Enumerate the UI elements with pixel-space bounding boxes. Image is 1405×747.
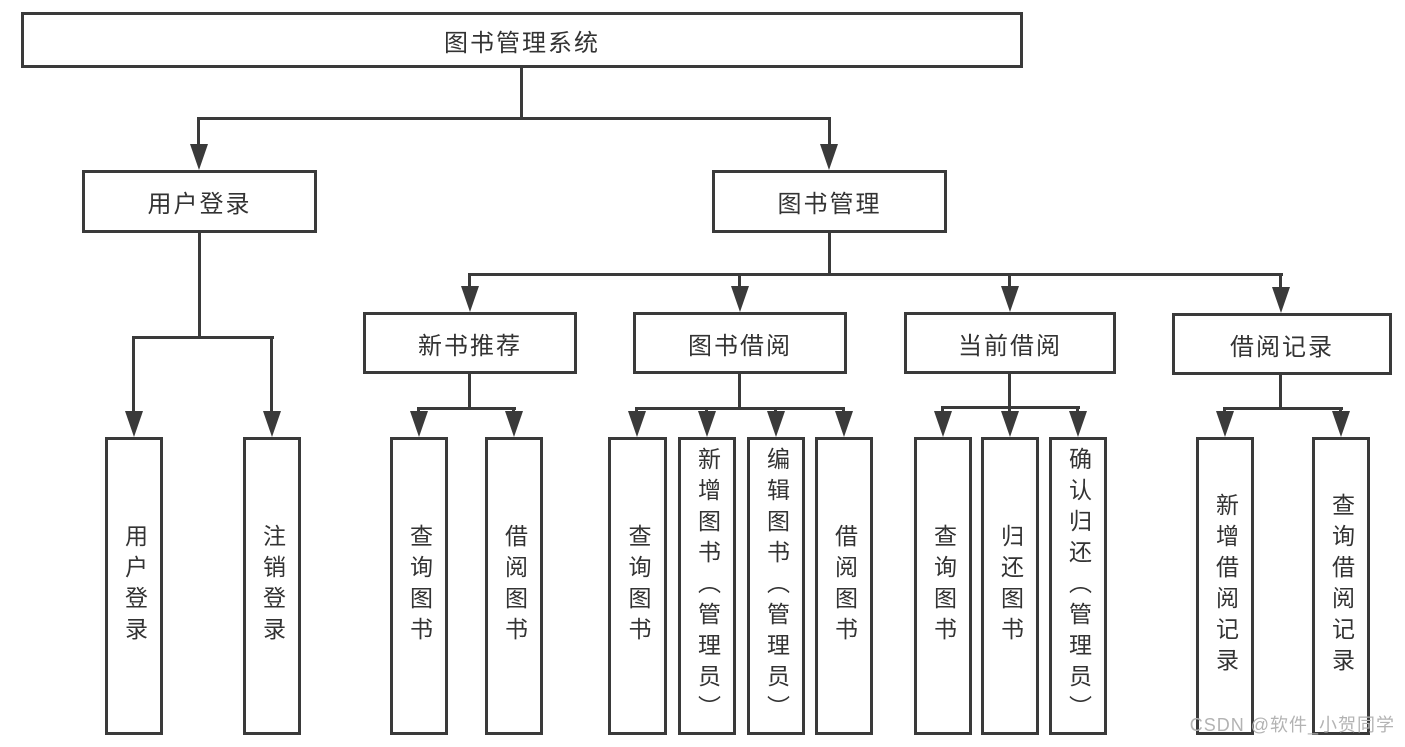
node-book-borrow: 图书借阅 bbox=[633, 312, 847, 374]
leaf-add-borrow-record: 新增借阅记录 bbox=[1196, 437, 1254, 735]
connector-line bbox=[828, 117, 831, 150]
arrowhead-down-icon bbox=[1216, 411, 1234, 437]
leaf-add-borrow-record-label: 新增借阅记录 bbox=[1212, 493, 1239, 679]
leaf-logout: 注销登录 bbox=[243, 437, 301, 735]
leaf-edit-book-admin: 编辑图书（管理员） bbox=[747, 437, 805, 735]
connector-line bbox=[1223, 407, 1343, 410]
leaf-confirm-return-admin-label: 确认归还（管理员） bbox=[1065, 446, 1092, 726]
connector-line bbox=[1279, 273, 1282, 289]
leaf-logout-label: 注销登录 bbox=[259, 524, 286, 648]
leaf-query-books-recommend-label: 查询图书 bbox=[406, 524, 433, 648]
leaf-edit-book-admin-label: 编辑图书（管理员） bbox=[763, 446, 790, 726]
arrowhead-down-icon bbox=[461, 286, 479, 312]
node-library-system-label: 图书管理系统 bbox=[444, 29, 600, 57]
connector-line bbox=[1008, 374, 1011, 408]
arrowhead-down-icon bbox=[1001, 411, 1019, 437]
node-current-borrow-label: 当前借阅 bbox=[958, 332, 1062, 360]
leaf-query-books-recommend: 查询图书 bbox=[390, 437, 448, 735]
arrowhead-down-icon bbox=[731, 286, 749, 312]
leaf-query-borrow-record: 查询借阅记录 bbox=[1312, 437, 1370, 735]
connector-line bbox=[197, 117, 831, 120]
arrowhead-down-icon bbox=[835, 411, 853, 437]
leaf-return-book-label: 归还图书 bbox=[997, 524, 1024, 648]
leaf-add-book-admin: 新增图书（管理员） bbox=[678, 437, 736, 735]
arrowhead-down-icon bbox=[263, 411, 281, 437]
leaf-user-login: 用户登录 bbox=[105, 437, 163, 735]
connector-line bbox=[468, 273, 471, 288]
connector-line bbox=[468, 273, 1283, 276]
arrowhead-down-icon bbox=[1069, 411, 1087, 437]
node-book-borrow-label: 图书借阅 bbox=[688, 332, 792, 360]
arrowhead-down-icon bbox=[505, 411, 523, 437]
arrowhead-down-icon bbox=[125, 411, 143, 437]
csdn-watermark: CSDN @软件_小贺同学 bbox=[1189, 715, 1395, 735]
node-borrow-records-label: 借阅记录 bbox=[1230, 333, 1334, 361]
arrowhead-down-icon bbox=[190, 144, 208, 170]
node-user-login: 用户登录 bbox=[82, 170, 317, 233]
connector-line bbox=[738, 374, 741, 409]
connector-line bbox=[132, 336, 135, 413]
node-new-book-recommend: 新书推荐 bbox=[363, 312, 577, 374]
leaf-borrow-books-borrow: 借阅图书 bbox=[815, 437, 873, 735]
node-new-book-recommend-label: 新书推荐 bbox=[418, 332, 522, 360]
leaf-borrow-books-recommend: 借阅图书 bbox=[485, 437, 543, 735]
node-book-management-label: 图书管理 bbox=[777, 191, 882, 218]
node-library-system: 图书管理系统 bbox=[21, 12, 1023, 68]
leaf-query-books-borrow: 查询图书 bbox=[608, 437, 667, 735]
arrowhead-down-icon bbox=[934, 411, 952, 437]
connector-line bbox=[132, 336, 274, 339]
connector-line bbox=[1076, 406, 1079, 415]
connector-line bbox=[270, 336, 273, 413]
node-borrow-records: 借阅记录 bbox=[1172, 313, 1392, 375]
node-book-management: 图书管理 bbox=[712, 170, 947, 233]
arrowhead-down-icon bbox=[628, 411, 646, 437]
arrowhead-down-icon bbox=[1272, 287, 1290, 313]
leaf-return-book: 归还图书 bbox=[981, 437, 1039, 735]
leaf-query-books-current-label: 查询图书 bbox=[930, 524, 957, 648]
node-current-borrow: 当前借阅 bbox=[904, 312, 1116, 374]
connector-line bbox=[197, 117, 200, 150]
connector-line bbox=[1279, 375, 1282, 409]
connector-line bbox=[828, 233, 831, 275]
leaf-borrow-books-borrow-label: 借阅图书 bbox=[831, 524, 858, 648]
connector-line bbox=[520, 67, 523, 119]
connector-line bbox=[1008, 273, 1011, 288]
arrowhead-down-icon bbox=[767, 411, 785, 437]
connector-line bbox=[1008, 406, 1011, 415]
leaf-query-books-borrow-label: 查询图书 bbox=[625, 524, 651, 648]
arrowhead-down-icon bbox=[1001, 286, 1019, 312]
arrowhead-down-icon bbox=[820, 144, 838, 170]
leaf-borrow-books-recommend-label: 借阅图书 bbox=[501, 524, 528, 648]
connector-line bbox=[941, 406, 944, 415]
arrowhead-down-icon bbox=[410, 411, 428, 437]
node-user-login-label: 用户登录 bbox=[147, 191, 252, 218]
leaf-add-book-admin-label: 新增图书（管理员） bbox=[694, 446, 721, 726]
arrowhead-down-icon bbox=[1332, 411, 1350, 437]
arrowhead-down-icon bbox=[698, 411, 716, 437]
leaf-query-books-current: 查询图书 bbox=[914, 437, 972, 735]
connector-line bbox=[198, 233, 201, 339]
connector-line bbox=[635, 407, 845, 410]
connector-line bbox=[417, 407, 516, 410]
connector-line bbox=[468, 374, 471, 409]
connector-line bbox=[738, 273, 741, 288]
leaf-confirm-return-admin: 确认归还（管理员） bbox=[1049, 437, 1107, 735]
leaf-query-borrow-record-label: 查询借阅记录 bbox=[1328, 493, 1355, 679]
leaf-user-login-label: 用户登录 bbox=[121, 524, 148, 648]
